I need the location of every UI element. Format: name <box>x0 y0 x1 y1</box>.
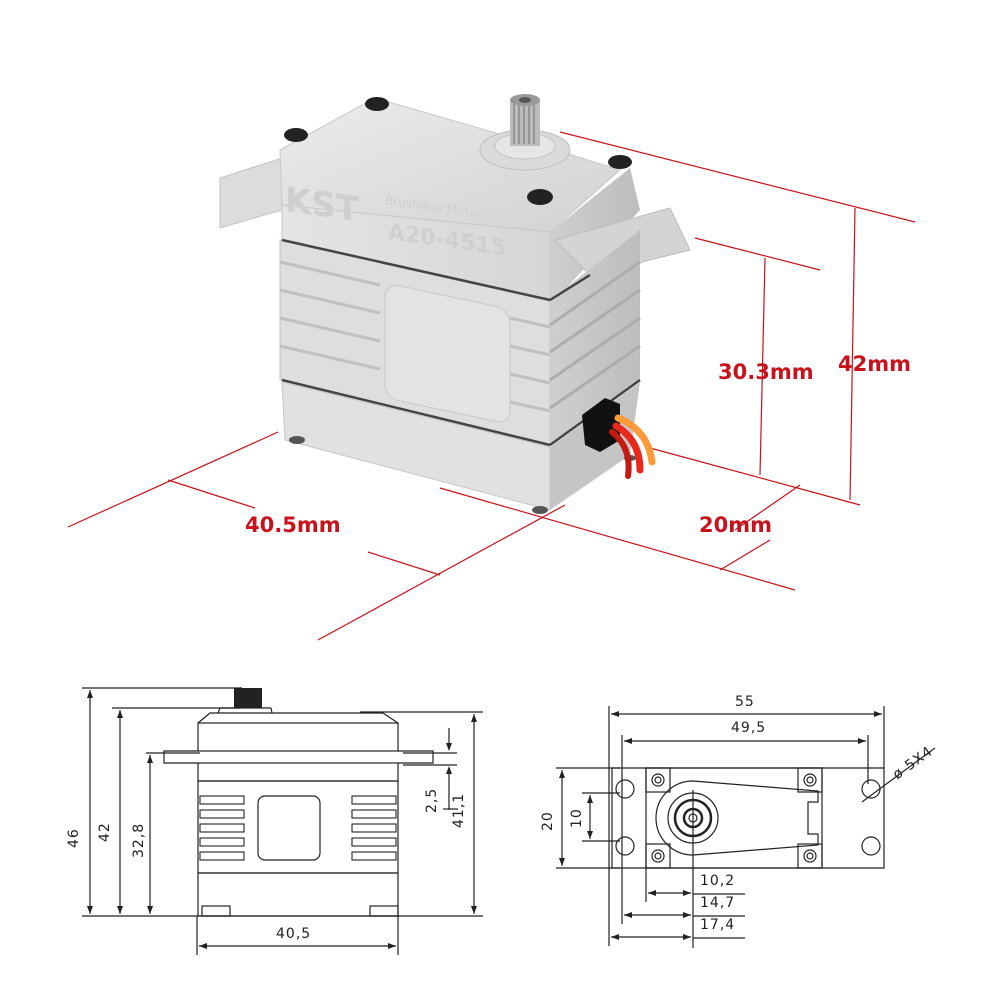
dim-hole-pitch: 10 <box>569 808 585 828</box>
dim-offset-3: 17,4 <box>700 917 736 933</box>
dim-offset-1: 10,2 <box>700 873 736 889</box>
dimension-lines <box>67 131 916 641</box>
dim-tab-thickness: 2,5 <box>424 787 440 813</box>
dim-body-height: 41,1 <box>451 792 467 828</box>
dim-top-width: 20 <box>540 811 556 831</box>
servo-wires <box>609 414 656 479</box>
dim-height-to-tab: 30.3mm <box>718 360 814 384</box>
dim-length: 40.5mm <box>245 513 341 537</box>
dim-tab-height: 32,8 <box>131 822 147 858</box>
dim-side-length: 40,5 <box>276 926 312 942</box>
dim-hole-diameter: ø 5X4 <box>890 743 937 783</box>
screw-icons <box>284 97 632 205</box>
dim-height-total: 42mm <box>838 352 911 376</box>
dim-width: 20mm <box>699 513 772 537</box>
dim-overall-height: 46 <box>66 828 82 848</box>
servo-photo <box>67 94 916 641</box>
dim-case-height: 42 <box>97 822 113 842</box>
dim-hole-spacing: 49,5 <box>731 720 767 736</box>
dim-tab-span: 55 <box>735 694 755 710</box>
dim-offset-2: 14,7 <box>700 895 736 911</box>
